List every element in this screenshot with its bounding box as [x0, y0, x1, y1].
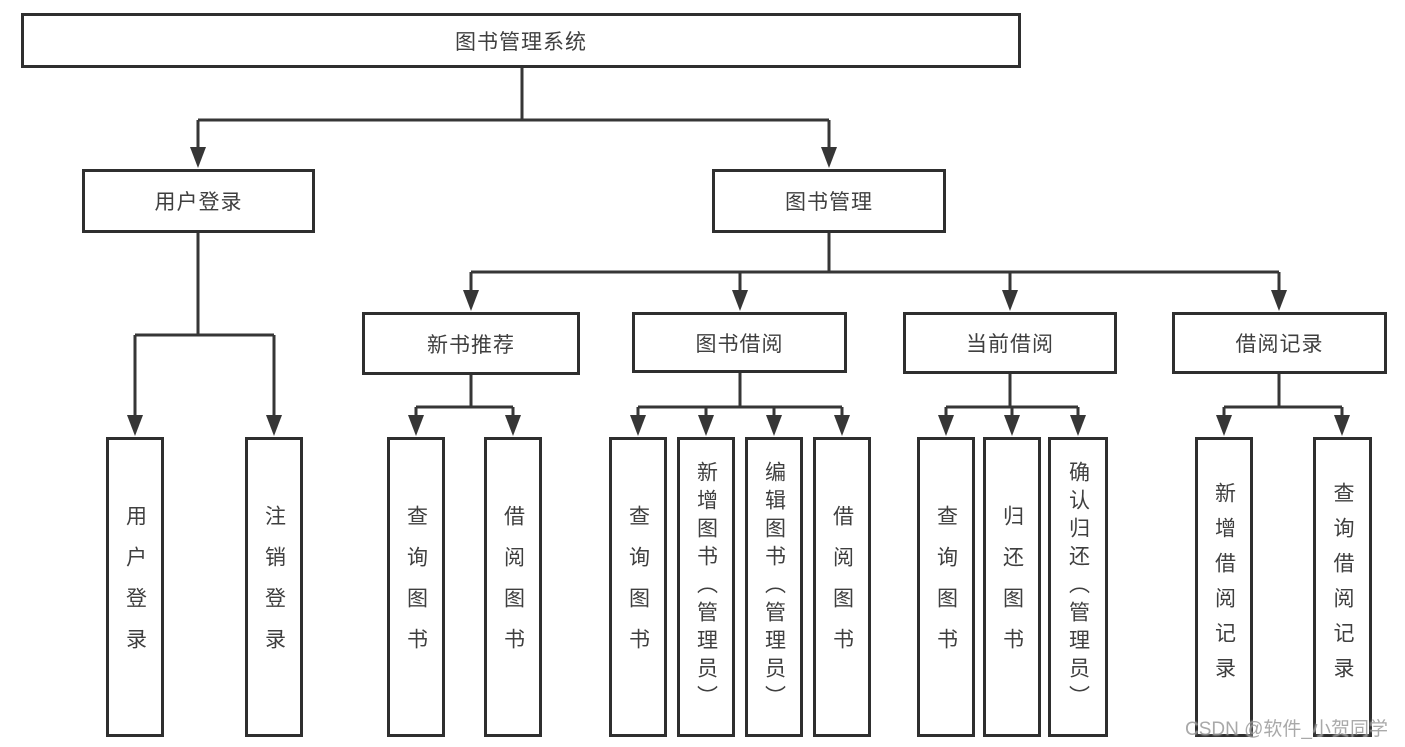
node-current-borrowing: 当前借阅 — [903, 312, 1117, 374]
arrow-down-icon — [505, 415, 521, 436]
node-book-borrowing: 图书借阅 — [632, 312, 847, 373]
arrowheads — [127, 147, 1350, 436]
arrow-down-icon — [1216, 415, 1232, 436]
arrow-down-icon — [1002, 290, 1018, 311]
arrow-down-icon — [766, 415, 782, 436]
arrow-down-icon — [1334, 415, 1350, 436]
node-borrow-books-recommendation: 借阅图书 — [484, 437, 542, 737]
arrow-down-icon — [1271, 290, 1287, 311]
node-query-books-current: 查询图书 — [917, 437, 975, 737]
csdn-watermark: CSDN @软件_小贺同学 — [1185, 719, 1388, 740]
node-confirm-return-admin: 确认归还（管理员） — [1048, 437, 1108, 737]
connector-records-to-leaves — [1222, 374, 1344, 417]
arrow-down-icon — [266, 415, 282, 436]
node-borrow-books-borrowing: 借阅图书 — [813, 437, 871, 737]
connector-user-login-to-leaves — [133, 233, 276, 417]
arrow-down-icon — [127, 415, 143, 436]
arrow-down-icon — [732, 290, 748, 311]
node-edit-book-admin: 编辑图书（管理员） — [745, 437, 803, 737]
node-query-books-recommendation: 查询图书 — [387, 437, 445, 737]
node-book-management-module: 图书管理 — [712, 169, 946, 233]
node-query-books-borrowing: 查询图书 — [609, 437, 667, 737]
arrow-down-icon — [821, 147, 837, 168]
arrow-down-icon — [408, 415, 424, 436]
node-user-login: 用户登录 — [106, 437, 164, 737]
connector-current-to-leaves — [944, 374, 1080, 417]
node-library-management-system: 图书管理系统 — [21, 13, 1021, 68]
node-logout: 注销登录 — [245, 437, 303, 737]
arrow-down-icon — [698, 415, 714, 436]
node-query-borrow-record: 查询借阅记录 — [1313, 437, 1372, 737]
arrow-down-icon — [630, 415, 646, 436]
connector-book-management-to-level3 — [469, 233, 1281, 292]
node-add-book-admin: 新增图书（管理员） — [677, 437, 735, 737]
connector-root-to-level2 — [196, 68, 831, 150]
arrow-down-icon — [834, 415, 850, 436]
connector-borrowing-to-leaves — [636, 373, 844, 417]
arrow-down-icon — [1070, 415, 1086, 436]
node-borrowing-records: 借阅记录 — [1172, 312, 1387, 374]
arrow-down-icon — [1004, 415, 1020, 436]
arrow-down-icon — [938, 415, 954, 436]
arrow-down-icon — [463, 290, 479, 311]
node-add-borrow-record: 新增借阅记录 — [1195, 437, 1253, 737]
arrow-down-icon — [190, 147, 206, 168]
connector-recommendation-to-leaves — [414, 375, 515, 417]
node-return-book: 归还图书 — [983, 437, 1041, 737]
node-new-book-recommendation: 新书推荐 — [362, 312, 580, 375]
node-user-login-module: 用户登录 — [82, 169, 315, 233]
